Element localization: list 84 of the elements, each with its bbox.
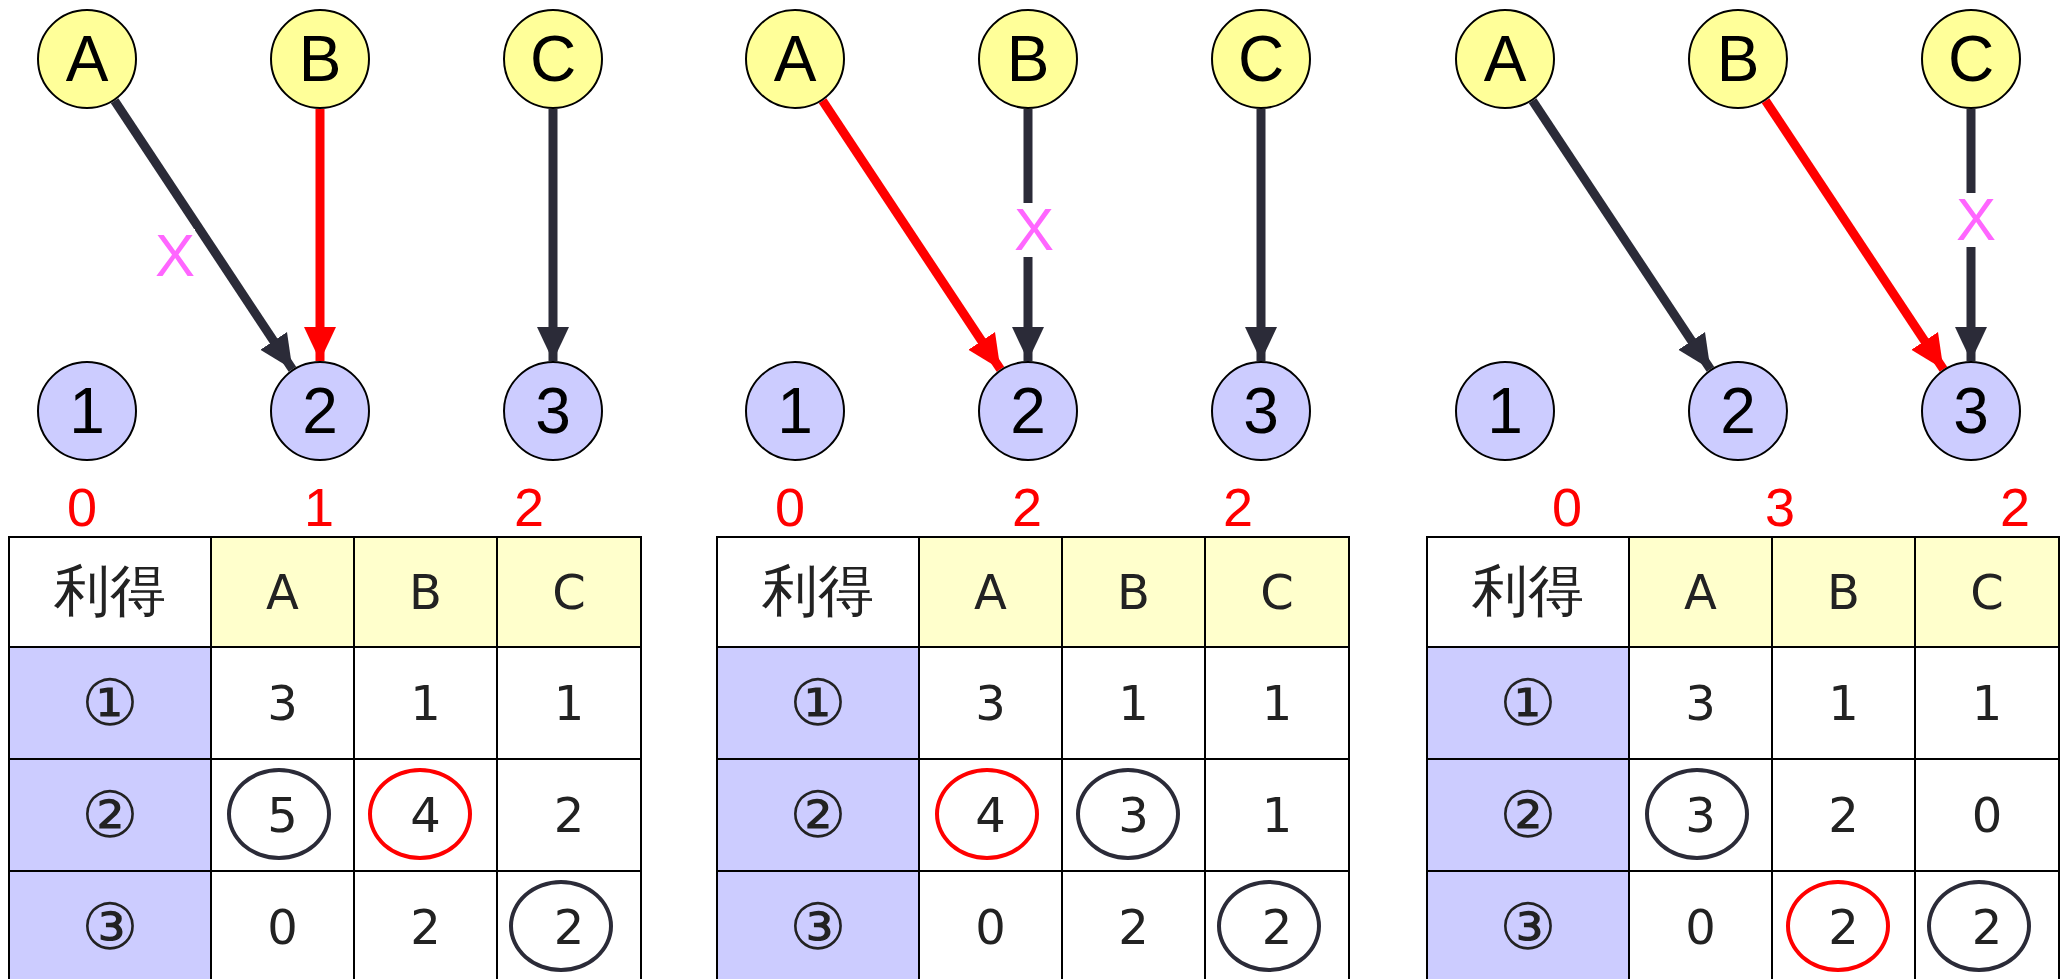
circle-mark xyxy=(367,768,472,860)
payoff-cell: 1 xyxy=(1062,647,1205,759)
count-label: 0 xyxy=(1552,480,1583,534)
row-header-cell: ① xyxy=(717,647,919,759)
payoff-cell: 2 xyxy=(497,759,641,871)
choice-circle: 3 xyxy=(503,361,603,461)
count-label: 3 xyxy=(1765,480,1796,534)
circle-mark xyxy=(1075,768,1180,860)
payoff-cell: 1 xyxy=(497,647,641,759)
player-circle: B xyxy=(978,9,1078,109)
row-header-cell: ② xyxy=(9,759,211,871)
payoff-cell: 3 xyxy=(1629,759,1772,871)
header-cell: C xyxy=(497,537,641,647)
choice-circle: 1 xyxy=(1455,361,1555,461)
player-circle: C xyxy=(1211,9,1311,109)
choice-circle: 2 xyxy=(978,361,1078,461)
player-circle: B xyxy=(270,9,370,109)
count-label: 2 xyxy=(2000,480,2031,534)
count-label: 2 xyxy=(1012,480,1043,534)
circle-mark xyxy=(1644,768,1749,860)
payoff-cell: 3 xyxy=(1629,647,1772,759)
row-header-cell: ② xyxy=(1427,759,1629,871)
player-circle: C xyxy=(1921,9,2021,109)
header-cell: B xyxy=(354,537,497,647)
header-cell: C xyxy=(1205,537,1349,647)
cross-mark: X xyxy=(1014,203,1055,257)
payoff-cell: 3 xyxy=(919,647,1062,759)
player-circle: C xyxy=(503,9,603,109)
row-header-cell: ③ xyxy=(9,871,211,979)
header-cell: B xyxy=(1772,537,1915,647)
cross-mark: X xyxy=(1956,193,1997,247)
choice-circle: 2 xyxy=(270,361,370,461)
header-cell: A xyxy=(211,537,354,647)
circle-mark xyxy=(226,768,331,860)
count-label: 0 xyxy=(67,480,98,534)
circle-mark xyxy=(1785,880,1890,972)
circle-mark xyxy=(1927,880,2031,972)
player-circle: A xyxy=(745,9,845,109)
payoff-cell: 5 xyxy=(211,759,354,871)
row-header-cell: ③ xyxy=(1427,871,1629,979)
player-circle: A xyxy=(37,9,137,109)
choice-circle: 3 xyxy=(1921,361,2021,461)
count-label: 2 xyxy=(1223,480,1254,534)
arrow xyxy=(1245,109,1277,361)
choice-circle: 1 xyxy=(745,361,845,461)
payoff-cell: 1 xyxy=(1205,759,1349,871)
corner-cell: 利得 xyxy=(1427,537,1629,647)
payoff-cell: 3 xyxy=(1062,759,1205,871)
payoff-cell: 1 xyxy=(1915,647,2059,759)
circle-mark xyxy=(934,768,1039,860)
corner-cell: 利得 xyxy=(717,537,919,647)
header-cell: B xyxy=(1062,537,1205,647)
choice-circle: 3 xyxy=(1211,361,1311,461)
payoff-cell: 3 xyxy=(211,647,354,759)
circle-mark xyxy=(509,880,613,972)
payoff-cell: 1 xyxy=(1772,647,1915,759)
arrow xyxy=(110,98,297,372)
choice-circle: 1 xyxy=(37,361,137,461)
header-cell: A xyxy=(1629,537,1772,647)
arrow xyxy=(818,98,1005,372)
header-cell: C xyxy=(1915,537,2059,647)
payoff-cell: 4 xyxy=(919,759,1062,871)
count-label: 1 xyxy=(304,480,335,534)
payoff-cell: 1 xyxy=(354,647,497,759)
payoff-cell: 2 xyxy=(1772,759,1915,871)
count-label: 2 xyxy=(514,480,545,534)
header-cell: A xyxy=(919,537,1062,647)
arrow xyxy=(304,109,336,361)
arrow xyxy=(1528,98,1715,372)
player-circle: A xyxy=(1455,9,1555,109)
corner-cell: 利得 xyxy=(9,537,211,647)
payoff-cell: 4 xyxy=(354,759,497,871)
choice-circle: 2 xyxy=(1688,361,1788,461)
arrow xyxy=(537,109,569,361)
arrow xyxy=(1761,98,1948,372)
payoff-cell: 1 xyxy=(1205,647,1349,759)
circle-mark xyxy=(1217,880,1321,972)
row-header-cell: ① xyxy=(1427,647,1629,759)
row-header-cell: ① xyxy=(9,647,211,759)
count-label: 0 xyxy=(775,480,806,534)
payoff-cell: 0 xyxy=(1915,759,2059,871)
player-circle: B xyxy=(1688,9,1788,109)
row-header-cell: ② xyxy=(717,759,919,871)
row-header-cell: ③ xyxy=(717,871,919,979)
